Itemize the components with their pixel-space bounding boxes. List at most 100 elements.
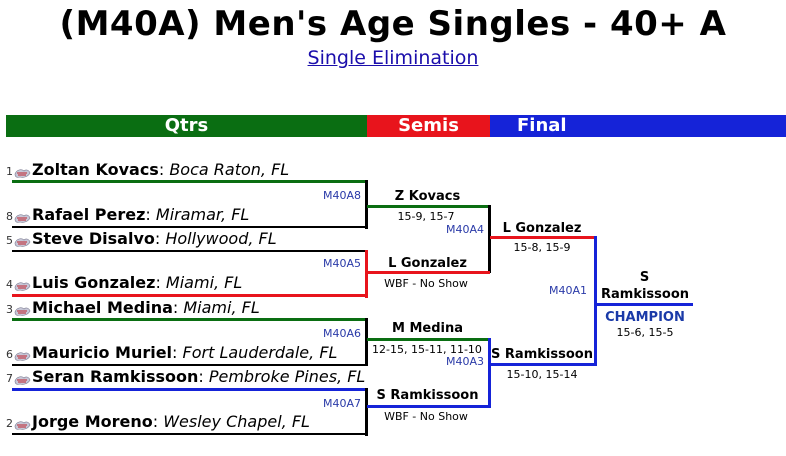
round-header-semis: Semis [367, 115, 490, 137]
semis-player-name: M Medina [391, 321, 463, 336]
player-entry: 5 Steve Disalvo: Hollywood, FL [6, 229, 277, 248]
player-name: Mauricio Muriel [32, 343, 173, 362]
player-name: Zoltan Kovacs [32, 160, 159, 179]
match-id[interactable]: M40A8 [323, 189, 362, 202]
champion-name-initial: S [639, 270, 650, 285]
match-score: WBF - No Show [384, 277, 468, 290]
player-name-and-location: Mauricio Muriel: Fort Lauderdale, FL [32, 343, 337, 362]
final-score: 15-6, 15-5 [616, 326, 674, 339]
name-separator: : [154, 229, 166, 248]
final-line-top [490, 236, 597, 239]
player-name: Jorge Moreno [32, 412, 153, 431]
player-location: Boca Raton, FL [169, 160, 290, 179]
qf-line-vert [365, 388, 368, 436]
single-elimination-link[interactable]: Single Elimination [307, 47, 479, 69]
sf-line-top [367, 205, 490, 208]
sf-line-vert [488, 338, 491, 408]
flag-icon [14, 416, 31, 430]
seed-number: 2 [6, 417, 13, 430]
player-entry: 4 Luis Gonzalez: Miami, FL [6, 273, 242, 292]
player-name: Seran Ramkissoon [32, 367, 199, 386]
match-score: WBF - No Show [384, 410, 468, 423]
qf-line-bottom [12, 433, 367, 435]
flag-icon [14, 277, 31, 291]
semis-player-name: L Gonzalez [388, 256, 467, 271]
round-header-final: Final [490, 115, 786, 137]
name-separator: : [145, 205, 156, 224]
flag-icon [14, 302, 31, 316]
match-id[interactable]: M40A5 [323, 257, 362, 270]
qf-line-top [12, 388, 368, 391]
sf-line-bottom [367, 405, 491, 408]
round-header-qtrs: Qtrs [6, 115, 367, 137]
sf-line-top [367, 338, 490, 341]
flag-icon [14, 233, 31, 247]
player-name: Luis Gonzalez [32, 273, 156, 292]
match-score: 15-9, 15-7 [397, 210, 455, 223]
flag-icon [14, 371, 31, 385]
player-entry: 3 Michael Medina: Miami, FL [6, 298, 260, 317]
player-name: Steve Disalvo [32, 229, 155, 248]
final-line-bottom [490, 363, 597, 366]
sf-line-bottom [367, 271, 490, 274]
semis-player-name: S Ramkissoon [376, 388, 479, 403]
player-name: Michael Medina [32, 298, 173, 317]
qf-line-bottom [12, 294, 368, 297]
match-id[interactable]: M40A6 [323, 327, 362, 340]
bracket-type-link[interactable]: Single Elimination [0, 47, 786, 69]
match-id[interactable]: M40A1 [549, 284, 588, 297]
name-separator: : [152, 412, 164, 431]
qf-line-top [12, 180, 367, 183]
qf-line-bottom [12, 226, 367, 228]
player-name-and-location: Luis Gonzalez: Miami, FL [32, 273, 242, 292]
seed-number: 4 [6, 278, 13, 291]
qf-line-vert [365, 180, 368, 229]
player-location: Miami, FL [165, 273, 243, 292]
final-player-name: S Ramkissoon [491, 347, 593, 362]
player-name-and-location: Michael Medina: Miami, FL [32, 298, 260, 317]
match-score: 12-15, 15-11, 11-10 [372, 343, 482, 356]
player-name-and-location: Rafael Perez: Miramar, FL [32, 205, 249, 224]
player-entry: 8 Rafael Perez: Miramar, FL [6, 205, 249, 224]
champion-label: CHAMPION [605, 310, 685, 325]
player-location: Pembroke Pines, FL [208, 367, 366, 386]
qf-line-vert [365, 250, 368, 298]
qf-line-bottom [12, 364, 367, 366]
champion-line [596, 303, 693, 306]
final-player-name: L Gonzalez [502, 221, 582, 236]
player-name-and-location: Zoltan Kovacs: Boca Raton, FL [32, 160, 289, 179]
final-line-vert [594, 236, 597, 366]
qf-line-vert [365, 318, 368, 366]
player-name-and-location: Steve Disalvo: Hollywood, FL [32, 229, 277, 248]
name-separator: : [155, 273, 166, 292]
player-name-and-location: Seran Ramkissoon: Pembroke Pines, FL [32, 367, 365, 386]
match-score: 15-8, 15-9 [513, 241, 571, 254]
player-location: Miramar, FL [155, 205, 250, 224]
seed-number: 5 [6, 234, 13, 247]
page-title: (M40A) Men's Age Singles - 40+ A [59, 4, 727, 44]
flag-icon [14, 209, 31, 223]
match-id[interactable]: M40A3 [446, 355, 485, 368]
seed-number: 6 [6, 348, 13, 361]
player-location: Fort Lauderdale, FL [182, 343, 338, 362]
champion-name: Ramkissoon [600, 287, 690, 302]
seed-number: 8 [6, 210, 13, 223]
match-id[interactable]: M40A7 [323, 397, 362, 410]
player-entry: 6 Mauricio Muriel: Fort Lauderdale, FL [6, 343, 337, 362]
match-score: 15-10, 15-14 [506, 368, 578, 381]
flag-icon [14, 164, 31, 178]
seed-number: 3 [6, 303, 13, 316]
player-entry: 7 Seran Ramkissoon: Pembroke Pines, FL [6, 367, 365, 386]
seed-number: 7 [6, 372, 13, 385]
player-location: Miami, FL [183, 298, 260, 317]
player-name: Rafael Perez [32, 205, 146, 224]
name-separator: : [172, 298, 184, 317]
name-separator: : [172, 343, 183, 362]
name-separator: : [158, 160, 170, 179]
match-id[interactable]: M40A4 [446, 223, 485, 236]
flag-icon [14, 347, 31, 361]
sf-line-vert [488, 205, 491, 273]
semis-player-name: Z Kovacs [394, 189, 461, 204]
